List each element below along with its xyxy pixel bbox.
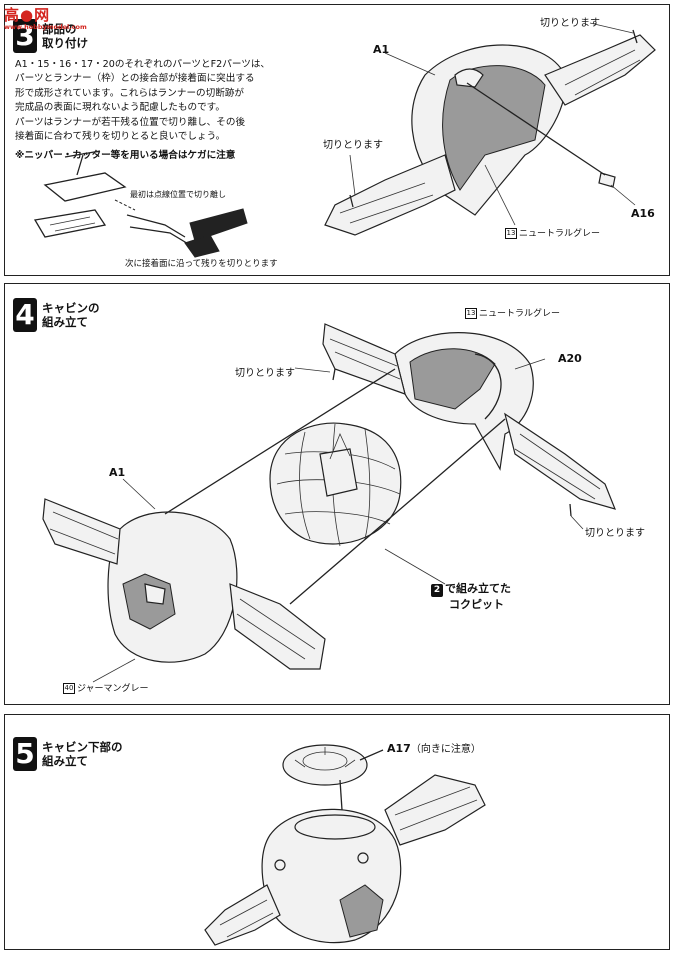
watermark-logo: 高●网 [4, 6, 51, 24]
step4-cockpit-text1: で組み立てた [445, 582, 511, 595]
step5-part-a17-name: A17 [387, 742, 411, 755]
step3-part-a16: A16 [631, 207, 655, 220]
step5-title: キャビン下部の 組み立て [42, 740, 123, 768]
nipper-illustration [33, 150, 248, 258]
cabin-assembly [204, 774, 486, 946]
step3-header: 3 部品の 取り付け [13, 19, 88, 53]
watermark-url: www.hobbymodel.com [4, 23, 87, 31]
part-a17-hatch [282, 744, 384, 786]
cockpit-dome [269, 422, 402, 547]
step3-title: 部品の 取り付け [42, 22, 88, 50]
step3-illustration [33, 22, 656, 258]
step4-cut-label-left: 切りとります [235, 368, 295, 379]
step5-illustration [204, 744, 486, 946]
step-ref-box: 2 [431, 584, 443, 597]
part-a20-shell [322, 323, 617, 517]
step4-part-a20: A20 [558, 352, 582, 365]
step3-panel: 3 部品の 取り付け A1・15・16・17・20のそれぞれのパーツとF2パーツ… [4, 4, 670, 276]
step4-cockpit-text2: コクピット [449, 598, 504, 611]
step3-number: 3 [13, 19, 37, 53]
step4-color-top-name: ニュートラルグレー [479, 309, 561, 319]
part-a16-shape [598, 172, 616, 188]
step4-cut-label-right: 切りとります [585, 528, 645, 539]
step3-instructions: A1・15・16・17・20のそれぞれのパーツとF2パーツは、 パーツとランナー… [15, 59, 271, 143]
site-watermark: 高●网 www.hobbymodel.com [4, 4, 87, 31]
step5-header: 5 キャビン下部の 組み立て [13, 737, 123, 771]
step4-illustration [42, 323, 617, 683]
step4-title: キャビンの 組み立て [42, 301, 100, 329]
step3-cut-label-top: 切りとります [540, 18, 600, 29]
step4-number: 4 [13, 298, 37, 332]
part-a1-lower-shell [42, 498, 326, 670]
step5-panel: 5 キャビン下部の 組み立て A17（向きに注意） [4, 714, 670, 950]
color-code-box: 13 [465, 308, 477, 319]
step4-part-a1: A1 [109, 466, 126, 479]
part-a1-shell [324, 29, 656, 236]
step3-cut-next-note: 次に接着面に沿って残りを切りとります [125, 259, 278, 269]
step3-color-name: ニュートラルグレー [519, 229, 601, 239]
step4-color-bottom-name: ジャーマングレー [77, 684, 149, 694]
step3-cut-label-left: 切りとります [323, 140, 383, 151]
color-code-box: 13 [505, 228, 517, 239]
step5-number: 5 [13, 737, 37, 771]
step3-cut-first-note: 最初は点線位置で切り離し [130, 190, 226, 199]
step5-part-a17: A17（向きに注意） [387, 740, 481, 755]
color-code-box: 40 [63, 683, 75, 694]
step5-part-a17-note: （向きに注意） [410, 744, 481, 755]
step3-warning: ※ニッパー・カッター等を用いる場合はケガに注意 [15, 150, 236, 161]
step4-header: 4 キャビンの 組み立て [13, 298, 100, 332]
